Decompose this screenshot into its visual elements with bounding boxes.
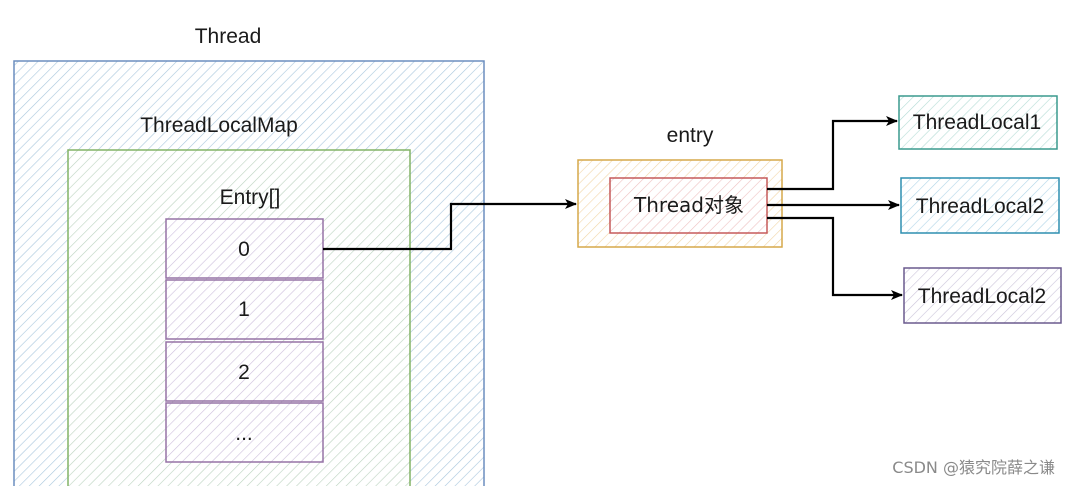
entry-cell-2-label: 2 — [238, 361, 250, 384]
watermark: CSDN @猿究院薛之谦 — [892, 458, 1055, 477]
arrow-to-threadlocal3 — [767, 216, 903, 300]
threadlocal3-label: ThreadLocal2 — [917, 285, 1047, 308]
entry-cell-1-label: 1 — [238, 298, 250, 321]
thread-object-box — [609, 177, 768, 234]
entry-array-label: Entry[] — [219, 186, 281, 209]
threadlocal3-box — [903, 267, 1062, 324]
entry-cell-1 — [165, 279, 324, 340]
entry-cell-3-label: ... — [235, 422, 253, 445]
entry-cell-2 — [165, 341, 324, 402]
threadlocal1-box — [898, 95, 1058, 150]
entry-label: entry — [666, 124, 714, 147]
arrow-to-threadlocal1 — [767, 116, 898, 191]
threadlocalmap-label: ThreadLocalMap — [140, 114, 298, 137]
threadlocal2-box — [900, 177, 1060, 234]
entry-cell-0-label: 0 — [238, 238, 250, 261]
threadlocal2-label: ThreadLocal2 — [915, 195, 1045, 218]
thread-object-label: Thread对象 — [634, 193, 744, 217]
thread-label: Thread — [194, 25, 262, 48]
entry-cell-3 — [165, 402, 324, 463]
arrow-cell0-to-entry — [323, 199, 577, 251]
threadlocal1-label: ThreadLocal1 — [912, 111, 1042, 134]
entry-cell-0 — [165, 218, 324, 279]
